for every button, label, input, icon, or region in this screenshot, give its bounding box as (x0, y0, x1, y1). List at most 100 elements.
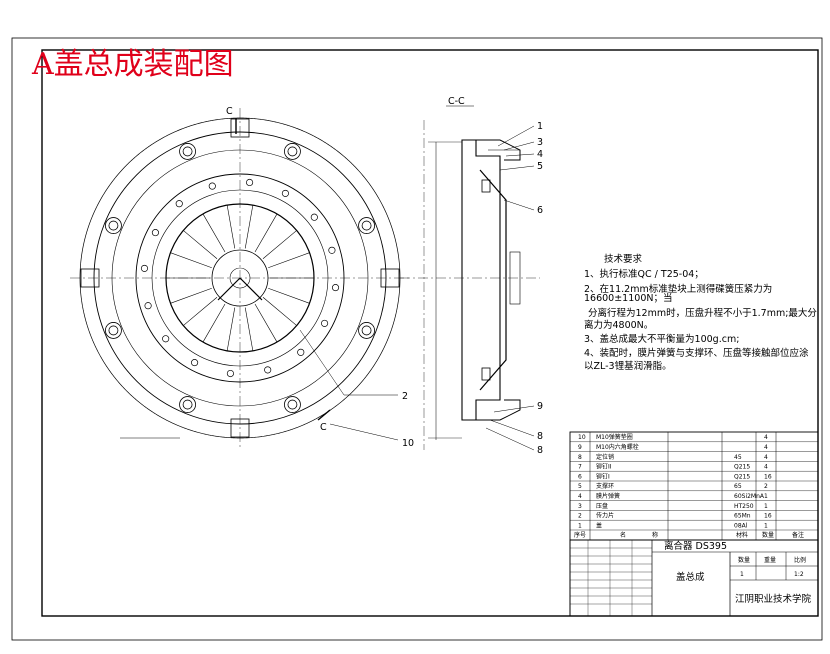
spring-finger (244, 307, 254, 351)
rivet (162, 335, 170, 343)
spring-finger (254, 303, 278, 343)
spring-finger (183, 230, 218, 259)
parts-cell: 盖 (596, 521, 602, 529)
callout-3: 3 (537, 137, 543, 148)
parts-cell: 10 (578, 434, 586, 441)
callout-5: 5 (537, 161, 543, 172)
tb-scale: 1:2 (794, 571, 804, 578)
parts-cell: 支撑环 (596, 482, 614, 490)
drawing-title: A盖总成装配图 (31, 47, 234, 82)
spring-finger (202, 213, 226, 253)
drive-strap-lug (80, 268, 100, 288)
tb-part-name: 盖总成 (676, 571, 705, 583)
parts-cell: 4 (764, 454, 768, 461)
mounting-hole (358, 217, 375, 234)
callout-6: 6 (537, 205, 543, 216)
rivet (281, 189, 289, 197)
tech-line: 4、装配时，膜片弹簧与支撑环、压盘等接触部位应涂 (584, 347, 809, 359)
tb-school: 江阴职业技术学院 (735, 593, 812, 605)
mounting-hole-inner (182, 399, 193, 410)
cut-label-bottom: C (320, 422, 327, 433)
parts-cell: 1 (578, 522, 582, 529)
spring-finger (183, 297, 218, 326)
parts-cell: Q215 (734, 464, 750, 471)
parts-cell: 铆钉II (596, 463, 612, 471)
parts-cell: 铆钉I (596, 472, 610, 480)
parts-cell: HT250 (734, 503, 754, 510)
title-block: 离合器 DS395 盖总成 江阴职业技术学院 数量 重量 比例 1 1:2 (569, 539, 819, 617)
rivet (140, 264, 149, 272)
parts-cell: 4 (764, 444, 768, 451)
spring-finger (170, 287, 212, 304)
rivet (310, 213, 318, 221)
spring-finger (262, 230, 297, 259)
spring-finger (268, 287, 310, 304)
parts-cell: 45 (734, 454, 742, 461)
parts-cell: 1 (764, 503, 768, 510)
outer-border (11, 37, 823, 641)
mounting-hole (284, 143, 301, 160)
spring-finger (254, 213, 278, 253)
parts-cell: 16 (764, 513, 772, 520)
parts-cell: M10弹簧垫圈 (596, 433, 633, 441)
rivet (175, 200, 183, 208)
tech-line: 16600±1100N；当 (584, 292, 672, 304)
rivet (246, 178, 254, 187)
mounting-hole-inner (108, 325, 119, 336)
mounting-hole-inner (287, 146, 298, 157)
callout-8: 8 (537, 445, 543, 456)
tb-qty-label: 数量 (738, 556, 750, 564)
section-label: C-C (448, 96, 465, 107)
rivet (331, 284, 340, 292)
parts-cell: 2 (764, 483, 768, 490)
parts-header-cell: 称 (652, 531, 658, 539)
drive-strap-lug (230, 118, 250, 138)
parts-cell: 压盘 (596, 502, 608, 510)
parts-cell: 8 (578, 454, 582, 461)
tech-line: 1、执行标准QC / T25-04； (584, 268, 704, 280)
parts-cell: Q215 (734, 473, 750, 480)
cut-label-top: C (226, 106, 233, 117)
mounting-hole (179, 143, 196, 160)
section-view: C-C 1 3 4 5 6 9 8 8 (400, 96, 543, 456)
parts-cell: 2 (578, 513, 582, 520)
parts-cell: 3 (578, 503, 582, 510)
tb-weight-label: 重量 (764, 556, 776, 564)
callout-7: 2 (402, 391, 408, 402)
tech-line: 3、盖总成最大不平衡量为100g.cm; (584, 333, 739, 345)
tb-qty: 1 (740, 571, 744, 578)
spring-finger (226, 307, 236, 351)
rivet (264, 366, 272, 374)
parts-cell: 5 (578, 483, 582, 490)
tech-line: 2、在11.2mm标准垫块上测得碟簧压紧力为 (584, 283, 772, 295)
mounting-hole-inner (108, 220, 119, 231)
spring-finger (244, 205, 254, 249)
parts-cell: 7 (578, 464, 582, 471)
tech-heading: 技术要求 (604, 253, 643, 265)
callout-9: 8 (537, 431, 543, 442)
mounting-hole (105, 322, 122, 339)
callout-10: 9 (537, 401, 543, 412)
rivet (321, 319, 329, 327)
parts-cell: M10内六角螺栓 (596, 443, 639, 451)
tech-requirements: 技术要求 1、执行标准QC / T25-04； 2、在11.2mm标准垫块上测得… (584, 253, 817, 372)
spring-finger (262, 297, 297, 326)
tb-company: 离合器 DS395 (664, 540, 727, 552)
parts-cell: 4 (764, 464, 768, 471)
rivet (297, 348, 305, 356)
parts-cell: 08Al (734, 522, 748, 529)
spring-finger (226, 205, 236, 249)
spring-finger (170, 252, 212, 269)
parts-cell: 9 (578, 444, 582, 451)
rivet (191, 359, 199, 367)
parts-header-cell: 序号 (574, 531, 586, 539)
inner-border (41, 49, 819, 617)
parts-header-cell: 材料 (736, 531, 748, 539)
parts-cell: 65Mn (734, 513, 751, 520)
front-view: C C 2 10 (70, 106, 414, 450)
parts-cell: 1 (764, 522, 768, 529)
callout-4: 4 (537, 149, 543, 160)
parts-cell: 1 (764, 493, 768, 500)
